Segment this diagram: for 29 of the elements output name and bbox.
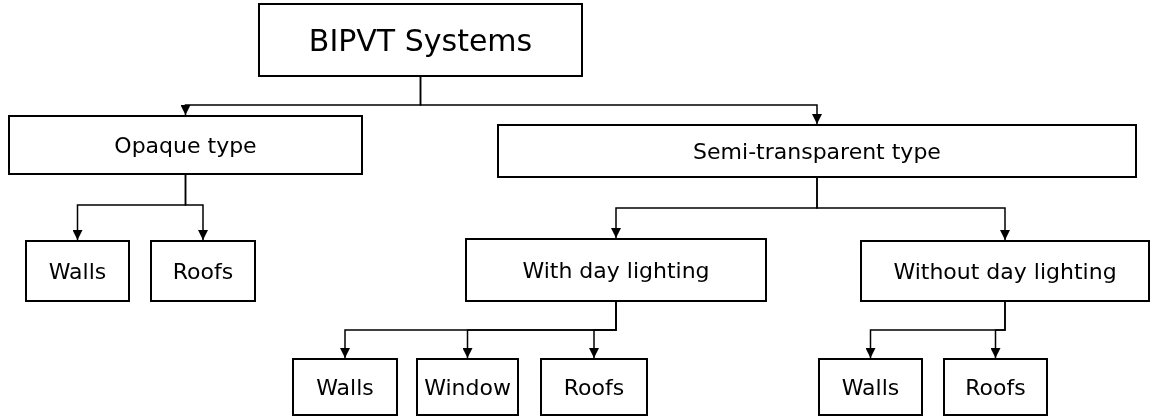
- box-label: Without day lighting: [893, 257, 1117, 286]
- box-label: Roofs: [563, 373, 625, 402]
- box-label: Semi-transparent type: [693, 137, 941, 166]
- category-box: [540, 358, 648, 416]
- box-label: Walls: [48, 257, 107, 286]
- category-box: [943, 358, 1048, 416]
- box-label: Walls: [841, 373, 900, 402]
- connector-arrow: [990, 301, 1006, 359]
- category-box: [860, 240, 1150, 302]
- category-box: [258, 3, 583, 77]
- box-label: Walls: [316, 373, 374, 402]
- category-box: [465, 238, 767, 302]
- box-label: BIPVT Systems: [308, 21, 533, 60]
- connector-arrow: [184, 174, 208, 241]
- box-label: With day lighting: [522, 256, 710, 285]
- category-box: [292, 358, 398, 416]
- category-box: [150, 240, 256, 302]
- connector-arrow: [419, 76, 822, 125]
- connector-arrow: [589, 301, 617, 359]
- box-label: Window: [424, 373, 511, 402]
- category-box: [25, 240, 130, 302]
- box-label: Roofs: [172, 257, 234, 286]
- connector-arrow: [816, 177, 1010, 241]
- category-box: [8, 115, 363, 175]
- box-label: Roofs: [965, 373, 1026, 402]
- box-label: Opaque type: [114, 131, 257, 160]
- category-box: [497, 124, 1137, 178]
- category-box: [818, 358, 923, 416]
- category-box: [416, 358, 519, 416]
